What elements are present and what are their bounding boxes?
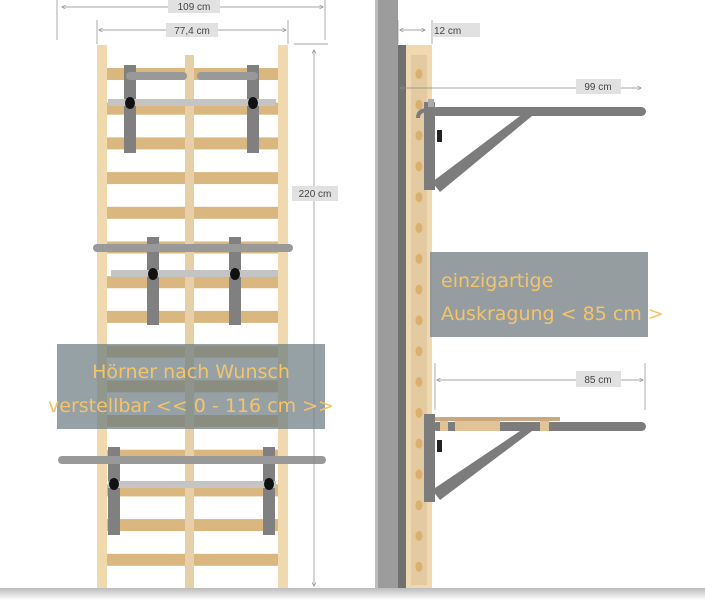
height-label: 220 cm xyxy=(299,189,332,200)
rung-hole xyxy=(415,469,423,480)
wall xyxy=(375,0,398,590)
rung-hole xyxy=(415,192,423,203)
horn-bracket-top xyxy=(108,65,276,153)
rung-hole xyxy=(415,253,423,264)
overhang-caption-box xyxy=(430,252,648,337)
horns-caption-line1: Hörner nach Wunsch xyxy=(92,361,290,383)
rung-hole xyxy=(415,438,423,449)
rung-hole xyxy=(415,161,423,172)
knob-icon xyxy=(264,478,274,490)
front-view: 109 cm 77,4 cm 220 cm Hörner nach Wunsch… xyxy=(48,0,338,591)
rung-hole xyxy=(415,130,423,141)
rung-holes xyxy=(415,69,423,572)
inner-width-label: 77,4 cm xyxy=(174,26,210,37)
total-width-label: 109 cm xyxy=(178,2,211,13)
horns-caption-line2: verstellbar << 0 - 116 cm >> xyxy=(48,395,334,417)
lower-arm xyxy=(424,414,646,502)
rung-hole xyxy=(415,346,423,357)
knob-icon xyxy=(148,268,158,280)
rung-hole xyxy=(415,531,423,541)
rung-hole xyxy=(415,407,423,418)
rung-hole xyxy=(415,561,423,572)
rung-hole xyxy=(415,99,423,110)
knob-icon xyxy=(109,478,119,490)
overhang-caption-line1: einzigartige xyxy=(441,270,553,292)
upper-arm xyxy=(416,99,646,192)
center-post xyxy=(185,55,194,590)
knob-icon xyxy=(248,97,258,109)
rung-hole xyxy=(415,284,423,295)
side-view: 12 cm 99 cm einzigartige Auskragung < 85… xyxy=(375,0,664,590)
horns-caption-box xyxy=(57,344,325,429)
rung-hole xyxy=(415,377,423,387)
knob-icon xyxy=(230,268,240,280)
overhang-caption-line2: Auskragung < 85 cm > xyxy=(441,303,664,325)
right-rail xyxy=(278,45,288,590)
rung-hole xyxy=(415,315,423,326)
arm-length-label: 99 cm xyxy=(584,82,611,93)
platform-length-label: 85 cm xyxy=(584,375,611,386)
rung-hole xyxy=(415,500,423,511)
rung-hole xyxy=(415,223,423,233)
horn-bracket-middle xyxy=(93,237,293,325)
wall-distance-label: 12 cm xyxy=(434,26,461,37)
floor xyxy=(0,588,705,600)
left-rail xyxy=(97,45,107,590)
rung-hole xyxy=(415,69,423,79)
knob-icon xyxy=(125,97,135,109)
horn-bracket-bottom xyxy=(58,447,326,535)
